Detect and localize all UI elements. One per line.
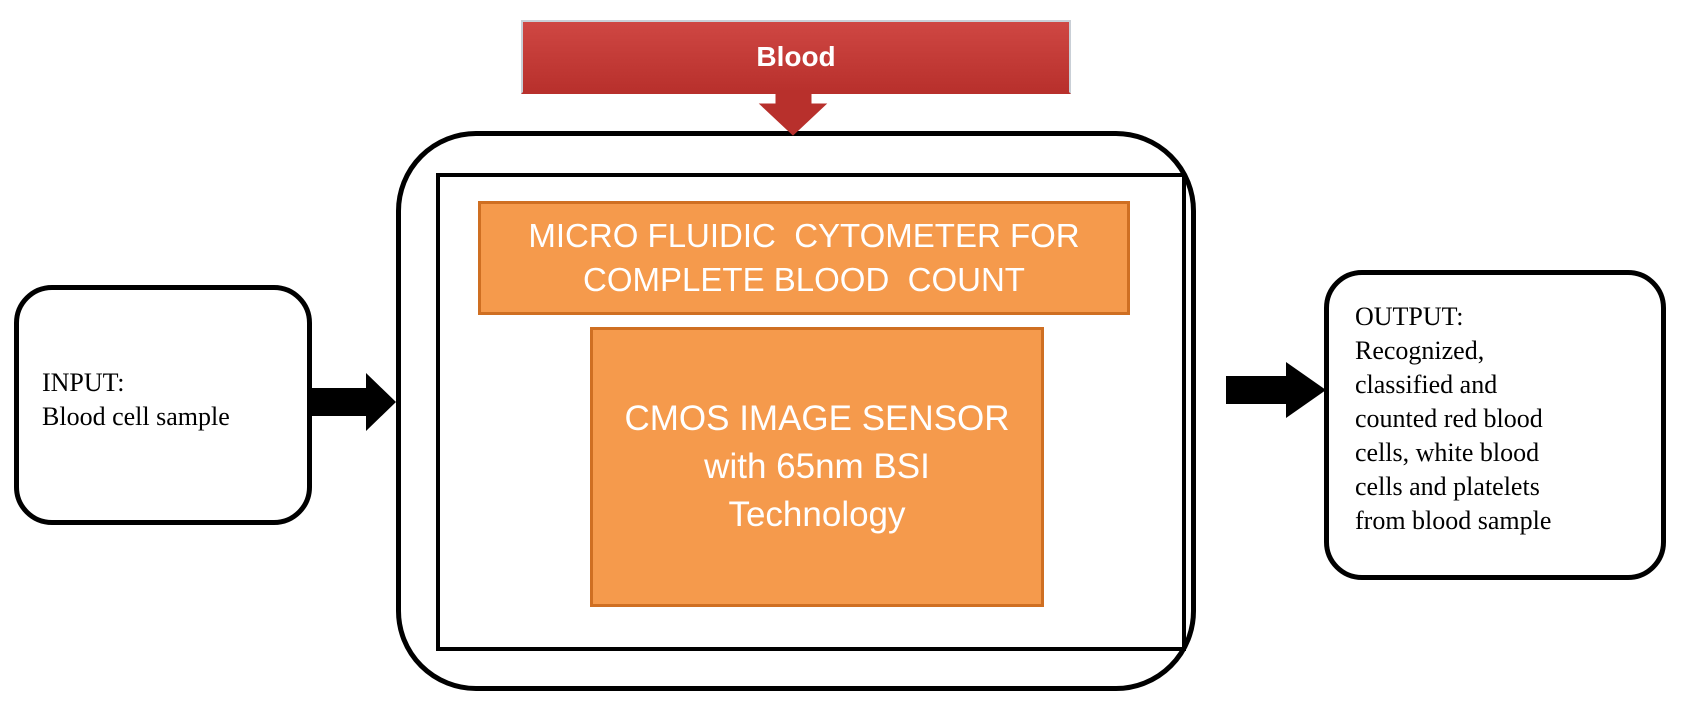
input-arrow [312,373,396,431]
output-title: OUTPUT: [1355,302,1464,331]
input-title: INPUT: [42,368,125,397]
sensor-line: Technology [728,495,906,534]
output-line: from blood sample [1355,506,1552,535]
input-body: Blood cell sample [42,402,230,431]
blood-arrow-down [758,93,828,136]
cmos-sensor-block: CMOS IMAGE SENSOR with 65nm BSI Technolo… [590,327,1044,607]
output-line: cells, white blood [1355,438,1540,467]
output-text: OUTPUT: Recognized, classified and count… [1355,300,1655,538]
input-box [14,285,312,525]
sensor-line: CMOS IMAGE SENSOR [624,399,1010,438]
output-line: counted red blood [1355,404,1543,433]
output-box [1324,270,1666,580]
blood-input-banner: Blood [521,20,1071,94]
output-line: Recognized, [1355,336,1485,365]
cytometer-block: MICRO FLUIDIC CYTOMETER FOR COMPLETE BLO… [478,201,1130,315]
output-line: cells and platelets [1355,472,1540,501]
cytometer-line: MICRO FLUIDIC CYTOMETER FOR [528,217,1080,254]
blood-label: Blood [756,41,836,72]
output-line: classified and [1355,370,1498,399]
sensor-line: with 65nm BSI [704,447,930,486]
input-text: INPUT: Blood cell sample [42,366,312,434]
cytometer-line: COMPLETE BLOOD COUNT [583,261,1025,298]
output-arrow [1226,362,1326,418]
